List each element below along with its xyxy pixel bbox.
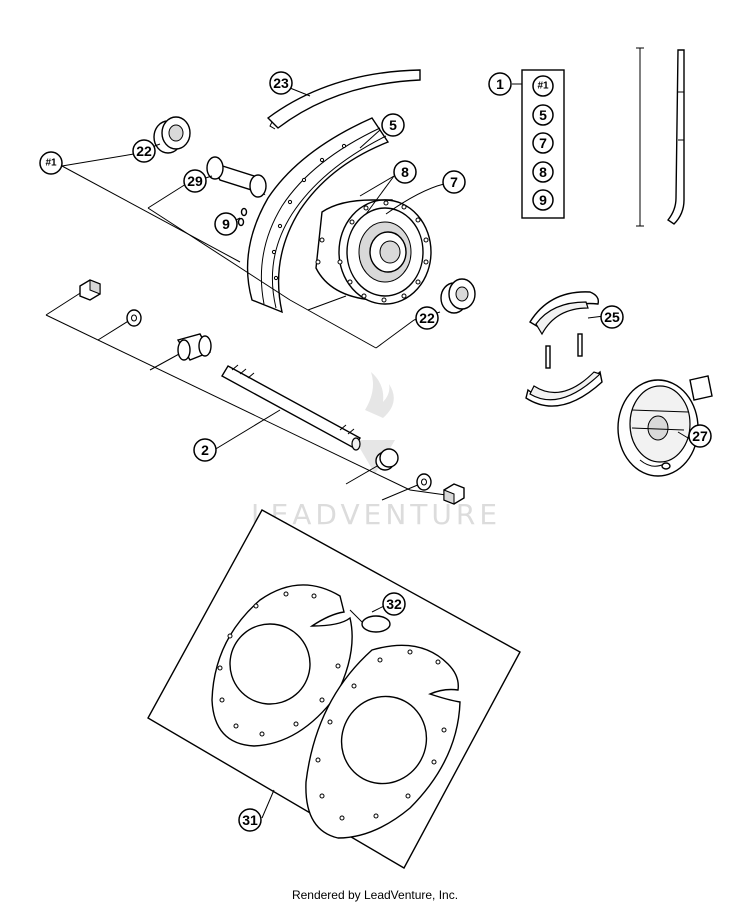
callout-9[interactable]: 9: [214, 212, 238, 236]
callout-23-label: 23: [273, 75, 289, 91]
kit-item-5-label: 5: [539, 107, 547, 123]
bearing-lower: [440, 278, 476, 314]
callout-29-label: 29: [187, 173, 203, 189]
rim-spoke-holes: [271, 143, 347, 281]
kit-item-ref1[interactable]: #1: [532, 75, 554, 97]
spoke: [636, 47, 685, 227]
brake-shoe-upper: [529, 291, 600, 336]
callout-22-upper-label: 22: [136, 143, 152, 159]
callout-29[interactable]: 29: [183, 169, 207, 193]
callout-27-label: 27: [692, 428, 708, 444]
kit-item-9-label: 9: [539, 192, 547, 208]
callout-22-upper[interactable]: 22: [132, 139, 156, 163]
callout-25-label: 25: [604, 309, 620, 325]
callout-32[interactable]: 32: [382, 592, 406, 616]
callout-7[interactable]: 7: [442, 170, 466, 194]
callout-25[interactable]: 25: [600, 305, 624, 329]
callout-ref1-label: #1: [45, 158, 57, 169]
spacer-tube: [206, 156, 267, 198]
callout-5[interactable]: 5: [381, 113, 405, 137]
bearing-upper: [153, 116, 191, 154]
callout-2-label: 2: [201, 442, 209, 458]
kit-item-8-label: 8: [539, 164, 547, 180]
axle-bolt: [221, 364, 361, 451]
gasket-holes: [217, 591, 447, 821]
callout-27[interactable]: 27: [688, 424, 712, 448]
rim-strip: [266, 69, 421, 130]
callout-ref1[interactable]: #1: [39, 151, 63, 175]
callout-31[interactable]: 31: [238, 808, 262, 832]
axle-spacer: [176, 333, 212, 361]
watermark: LEADVENTURE: [251, 372, 497, 531]
kit-item-5[interactable]: 5: [532, 104, 554, 126]
hub-flange-holes: [315, 200, 429, 303]
callout-5-label: 5: [389, 117, 397, 133]
kit-item-8[interactable]: 8: [532, 161, 554, 183]
callout-23[interactable]: 23: [269, 71, 293, 95]
wheel-hub: [315, 199, 432, 305]
brake-shoe-lower: [525, 370, 603, 407]
callout-22-lower[interactable]: 22: [415, 306, 439, 330]
washer-right: [416, 473, 432, 491]
axle-nut-left: [79, 279, 101, 301]
callout-8[interactable]: 8: [393, 160, 417, 184]
kit-item-ref1-label: #1: [537, 81, 549, 92]
brake-springs: [545, 333, 583, 369]
callout-32-label: 32: [386, 596, 402, 612]
kit-item-7-label: 7: [539, 135, 547, 151]
wheel-rim: [246, 117, 390, 314]
gasket-right: [305, 644, 461, 839]
axle-spacer-right: [375, 448, 399, 471]
washer-left: [126, 309, 142, 327]
callout-22-lower-label: 22: [419, 310, 435, 326]
callout-1[interactable]: 1: [488, 72, 512, 96]
callout-1-label: 1: [496, 76, 504, 92]
callout-2[interactable]: 2: [193, 438, 217, 462]
callout-7-label: 7: [450, 174, 458, 190]
kit-item-9[interactable]: 9: [532, 189, 554, 211]
callout-9-label: 9: [222, 216, 230, 232]
brake-backing-plate: [617, 375, 713, 477]
axle-leader-lines: [45, 152, 447, 501]
callout-leaders: [143, 87, 689, 819]
grease-fitting: [237, 207, 248, 227]
kit-item-7[interactable]: 7: [532, 132, 554, 154]
wire-tie: [349, 609, 391, 633]
footer-credit: Rendered by LeadVenture, Inc.: [291, 888, 459, 902]
callout-8-label: 8: [401, 164, 409, 180]
callout-31-label: 31: [242, 812, 258, 828]
axle-nut-right: [443, 483, 465, 505]
gasket-left: [211, 584, 353, 747]
